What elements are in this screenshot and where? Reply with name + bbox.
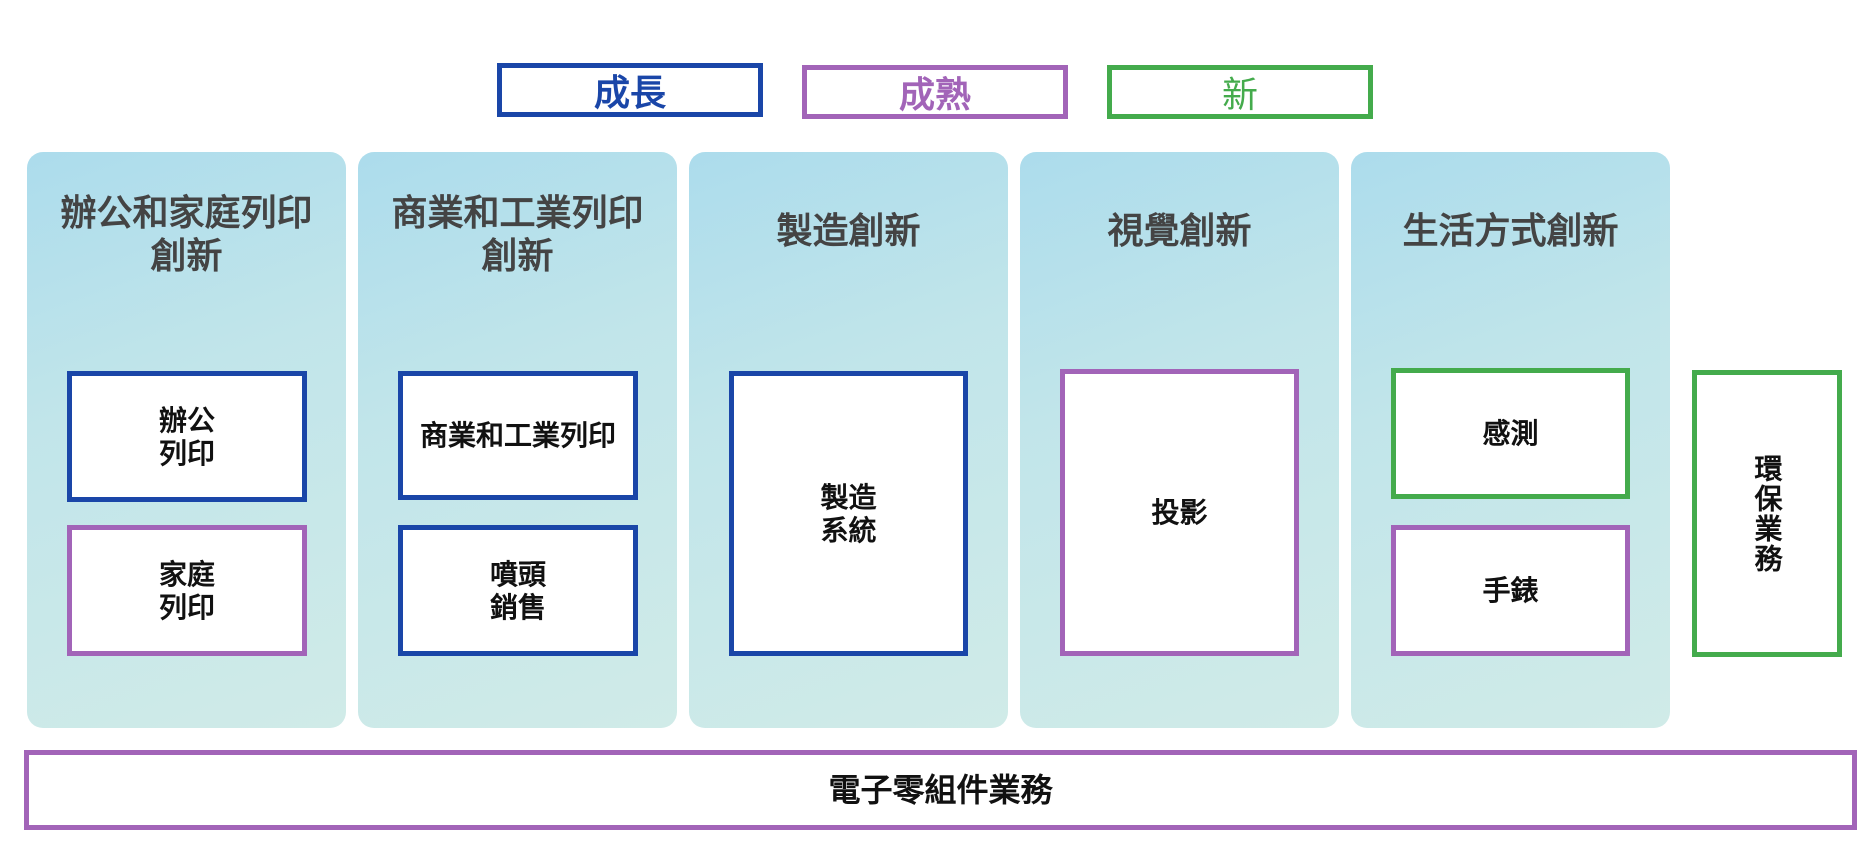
segment-electronic-components: 電子零組件業務 <box>24 750 1857 830</box>
segment-projection: 投影 <box>1060 369 1299 656</box>
legend-growth: 成長 <box>497 63 763 117</box>
segment-environmental-business: 環保業務 <box>1692 370 1842 657</box>
legend-mature: 成熟 <box>802 65 1068 119</box>
segment-office-printing: 辦公 列印 <box>67 371 307 502</box>
legend-new: 新 <box>1107 65 1373 119</box>
column-title: 生活方式創新 <box>1402 211 1619 252</box>
column-title: 商業和工業列印 創新 <box>391 193 644 277</box>
segment-sensing: 感測 <box>1391 368 1630 499</box>
environmental-business-label: 環保業務 <box>1750 453 1784 574</box>
segment-watches: 手錶 <box>1391 525 1630 656</box>
segment-home-printing: 家庭 列印 <box>67 525 307 656</box>
segment-commercial-industrial-printing: 商業和工業列印 <box>398 371 638 500</box>
column-title: 辦公和家庭列印 創新 <box>60 193 313 277</box>
segment-printhead-sales: 噴頭 銷售 <box>398 525 638 656</box>
segment-manufacturing-systems: 製造 系統 <box>729 371 968 656</box>
column-title: 製造創新 <box>776 211 921 252</box>
column-title: 視覺創新 <box>1107 211 1252 252</box>
